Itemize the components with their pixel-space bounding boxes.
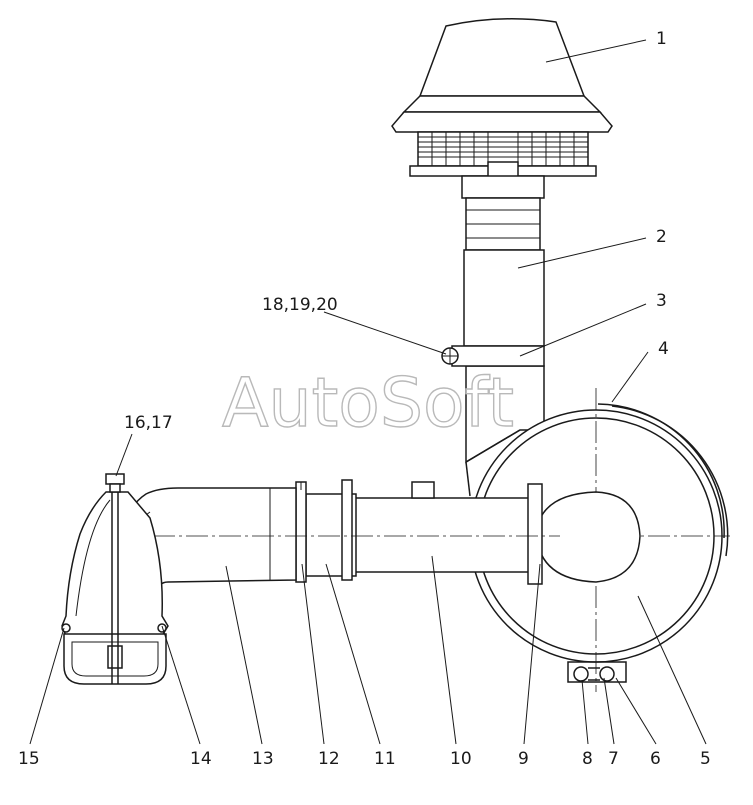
callout-16-17: 16,17 <box>124 413 173 433</box>
callout-labels: 1 2 3 4 18,19,20 16,17 15 14 13 12 11 10… <box>18 29 711 769</box>
callout-15: 15 <box>18 749 40 769</box>
outlet-flange <box>527 483 543 585</box>
callout-13: 13 <box>252 749 274 769</box>
callout-9: 9 <box>518 749 529 769</box>
callout-8: 8 <box>582 749 593 769</box>
elbow-hose-clamp <box>295 481 307 583</box>
coupling-sleeve <box>305 479 357 581</box>
vertical-pipe-clamp <box>441 345 545 367</box>
horizontal-intake-pipe <box>351 481 539 573</box>
callout-11: 11 <box>374 749 396 769</box>
callout-14: 14 <box>190 749 212 769</box>
precleaner-cup-assembly <box>61 473 169 685</box>
callout-7: 7 <box>608 749 619 769</box>
watermark: AutoSoft <box>222 364 514 443</box>
intake-cap-mesh <box>418 132 588 166</box>
callout-10: 10 <box>450 749 472 769</box>
intake-pipe-vertical <box>461 175 545 464</box>
callout-1: 1 <box>656 29 667 49</box>
housing-band-clamp <box>567 661 627 683</box>
callout-18-19-20: 18,19,20 <box>262 295 338 315</box>
callout-2: 2 <box>656 227 667 247</box>
callout-5: 5 <box>700 749 711 769</box>
intake-cap <box>391 18 613 179</box>
callout-4: 4 <box>658 339 669 359</box>
callout-12: 12 <box>318 749 340 769</box>
leader-lines <box>29 39 707 745</box>
callout-6: 6 <box>650 749 661 769</box>
callout-3: 3 <box>656 291 667 311</box>
